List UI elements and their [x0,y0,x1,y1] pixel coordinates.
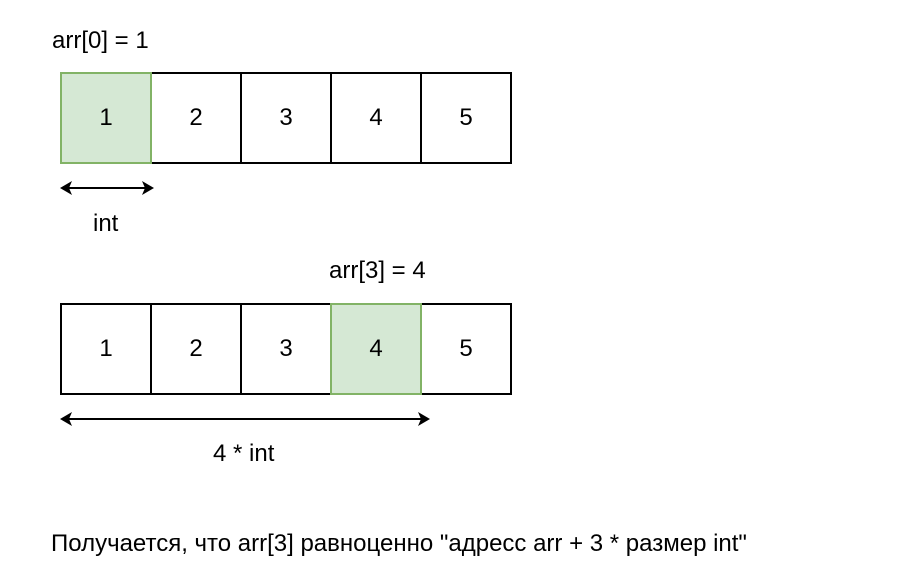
array-cell: 2 [150,303,242,395]
diagram1-size-arrow [60,181,154,195]
array-cell: 5 [420,303,512,395]
diagram2-array: 1 2 3 4 5 [60,303,512,395]
array-cell: 3 [240,303,332,395]
diagram2-offset-arrow [60,412,430,426]
array-cell: 1 [60,303,152,395]
array-cell: 2 [150,72,242,164]
caption-text: Получается, что arr[3] равноценно "адрес… [51,530,747,557]
array-cell: 4 [330,72,422,164]
array-cell: 3 [240,72,332,164]
array-cell: 1 [60,72,152,164]
diagram1-title: arr[0] = 1 [52,27,149,54]
diagram2-arrow-label: 4 * int [213,440,275,467]
array-cell: 5 [420,72,512,164]
diagram1-array: 1 2 3 4 5 [60,72,512,164]
diagram1-arrow-label: int [93,210,119,237]
array-cell: 4 [330,303,422,395]
diagram2-title: arr[3] = 4 [329,257,426,284]
